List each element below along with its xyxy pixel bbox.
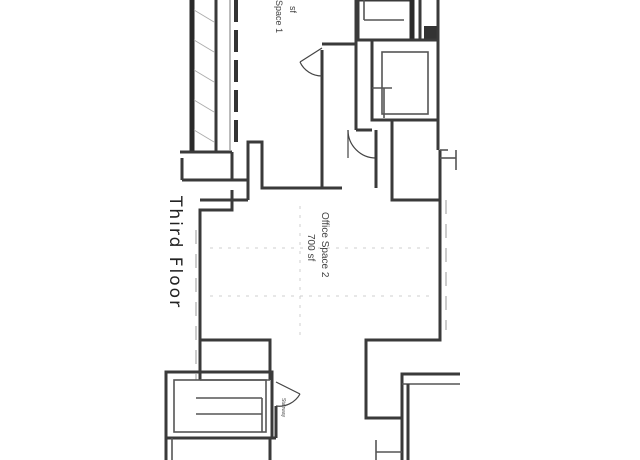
stair-label: Stairway [280,398,286,418]
office-2-ceiling-lines [210,206,430,336]
office-space-2-walls [195,200,460,460]
upper-office-door [299,47,323,77]
elevator-box [354,38,440,132]
office-space-2-area: 700 sf [305,234,316,261]
upper-left-exterior-wall [180,0,232,182]
office-space-2-name: Office Space 2 [319,212,330,278]
floor-label: Third Floor [165,195,185,309]
lower-left-rooms [164,338,301,460]
office-space-1-name: Space 1 [274,0,284,33]
upper-window-strip [229,0,238,150]
hallway-door [322,129,378,190]
exterior-hatch [193,9,215,143]
stair-core [356,0,440,42]
right-core-walls [390,120,457,202]
upper-office-walls [198,0,358,380]
office-space-1-area: sf [288,6,298,14]
